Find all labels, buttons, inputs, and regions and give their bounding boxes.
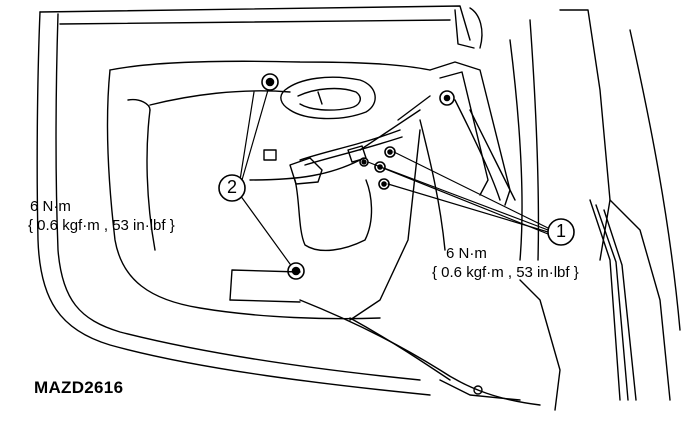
door-edge-latch xyxy=(349,19,540,321)
callout-circle-1 xyxy=(547,218,575,246)
inner-handle-recess xyxy=(280,76,376,120)
callout-number-2: 2 xyxy=(227,177,238,197)
door-frame xyxy=(36,5,483,396)
door-pillar xyxy=(559,9,681,401)
figure-code: MAZD2616 xyxy=(34,378,124,397)
torque-value-kgf-inlbf: { 0.6 kgf·m , 53 in·lbf } xyxy=(28,217,175,234)
lower-trim xyxy=(299,279,561,411)
leader-lines-callout-1 xyxy=(367,151,549,235)
torque-value-nm: 6 N·m xyxy=(446,245,487,262)
callout-number-1: 1 xyxy=(556,221,567,241)
bolt-upper xyxy=(261,73,279,91)
latch-rods xyxy=(149,90,431,181)
inner-door-panel xyxy=(106,60,431,320)
bolt-lower xyxy=(287,262,305,280)
torque-value-nm: 6 N·m xyxy=(30,198,71,215)
screw-latch-2 xyxy=(374,161,386,173)
torque-spec-left: 6 N·m { 0.6 kgf·m , 53 in·lbf } xyxy=(28,197,175,235)
fasteners xyxy=(261,73,455,280)
torque-spec-right: 6 N·m { 0.6 kgf·m , 53 in·lbf } xyxy=(432,244,579,282)
leader-lines-callout-2 xyxy=(239,89,291,265)
callout-circle-2 xyxy=(218,174,246,202)
torque-value-kgf-inlbf: { 0.6 kgf·m , 53 in·lbf } xyxy=(432,264,579,281)
